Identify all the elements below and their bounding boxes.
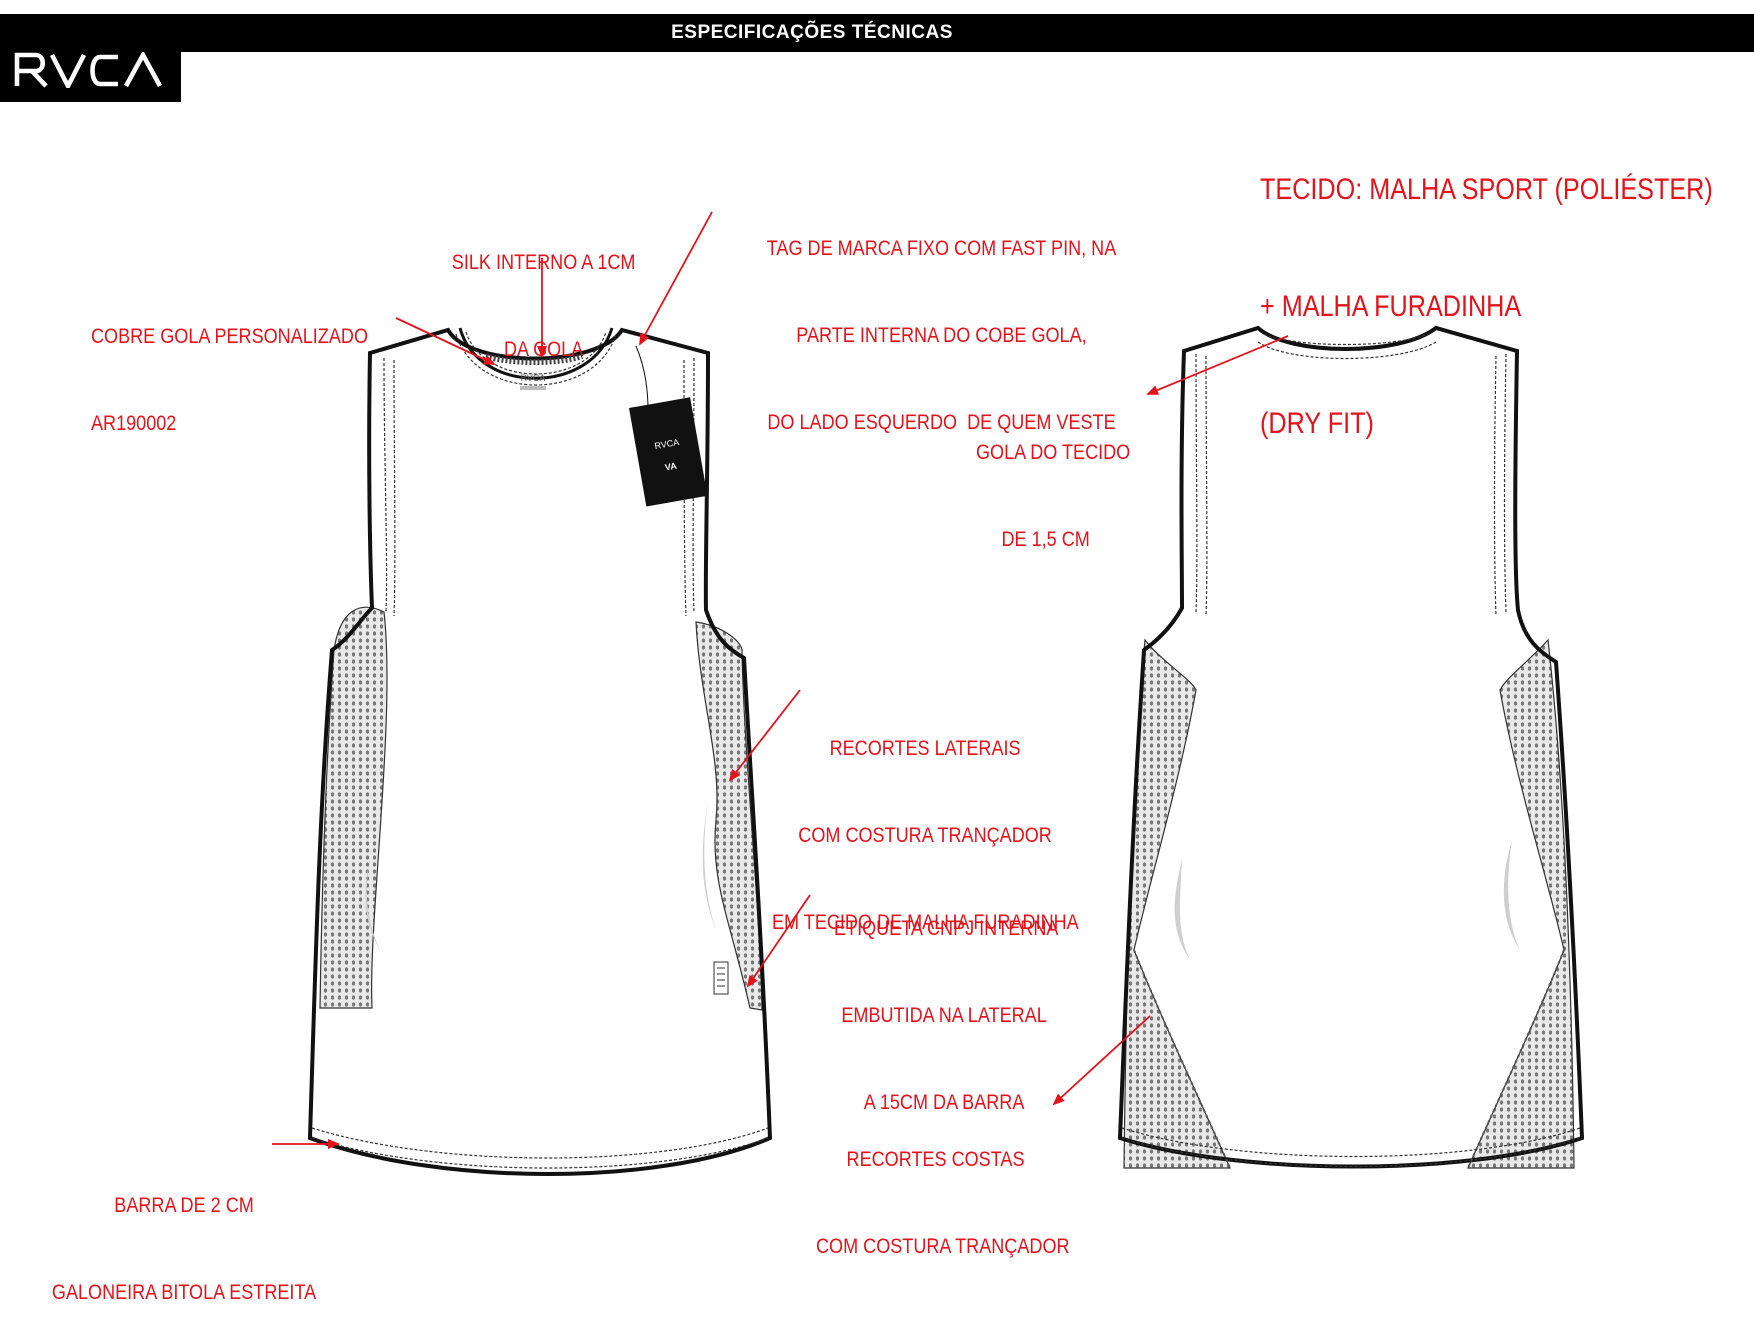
hang-tag-brand: RVCA [654, 437, 680, 451]
note-silk-line1: SILK INTERNO A 1CM [451, 251, 636, 274]
note-silk: SILK INTERNO A 1CM DA GOLA [440, 190, 647, 393]
note-cnpj-line3: A 15CM DA BARRA [863, 1091, 1025, 1114]
note-side-panels-line3: EM TECIDO DE MALHA FURADINHA [772, 911, 1079, 934]
note-side-panels-line2: COM COSTURA TRANÇADOR [798, 824, 1052, 847]
note-tag-line3: DO LADO ESQUERDO DE QUEM VESTE [767, 411, 1116, 434]
note-collar-cover-line2: AR190002 [91, 412, 177, 435]
note-collar-cover: COBRE GOLA PERSONALIZADO AR190002 [91, 264, 368, 467]
note-back-collar-line2: DE 1,5 CM [1001, 528, 1090, 551]
note-collar-cover-line1: COBRE GOLA PERSONALIZADO [91, 325, 369, 348]
note-hem: BARRA DE 2 CM GALONEIRA BITOLA ESTREITA [40, 1133, 328, 1336]
front-tank-outline [307, 327, 773, 1176]
hang-tag-mark: VA [664, 461, 678, 473]
note-cnpj-label: ETIQUETA CNPJ INTERNA EMBUTIDA NA LATERA… [834, 856, 1059, 1146]
back-tank-drawing [1117, 325, 1585, 1169]
note-cnpj-line1: ETIQUETA CNPJ INTERNA [834, 917, 1059, 940]
note-back-panels: RECORTES COSTAS COM COSTURA TRANÇADOR [816, 1087, 1070, 1290]
garment-drawings: RVCA RVCA VA [272, 211, 1585, 1176]
note-hem-line2: GALONEIRA BITOLA ESTREITA [51, 1281, 317, 1304]
rvca-logo-icon [14, 52, 163, 88]
note-side-panels-line1: RECORTES LATERAIS [829, 737, 1021, 760]
fabric-spec-line1: TECIDO: MALHA SPORT (POLIÉSTER) [1260, 173, 1713, 206]
fabric-spec: TECIDO: MALHA SPORT (POLIÉSTER) + MALHA … [1260, 92, 1713, 482]
note-side-panels: RECORTES LATERAIS COM COSTURA TRANÇADOR … [772, 676, 1079, 966]
hang-tag: RVCA VA [629, 397, 708, 507]
header-bar: ESPECIFICAÇÕES TÉCNICAS [0, 14, 1754, 52]
note-back-panels-line1: RECORTES COSTAS [846, 1148, 1025, 1171]
neck-print: RVCA [521, 373, 546, 383]
front-tank-drawing: RVCA RVCA VA [307, 327, 773, 1176]
fabric-spec-line3: (DRY FIT) [1260, 407, 1374, 440]
note-tag: TAG DE MARCA FIXO COM FAST PIN, NA PARTE… [748, 176, 1135, 466]
annotation-arrows [272, 211, 1289, 1149]
front-right-mesh-panel [695, 621, 763, 1011]
fabric-spec-line2: + MALHA FURADINHA [1260, 290, 1522, 323]
brand-logo [0, 14, 181, 102]
note-back-collar: GOLA DO TECIDO DE 1,5 CM [976, 380, 1131, 583]
note-tag-line1: TAG DE MARCA FIXO COM FAST PIN, NA [766, 237, 1117, 260]
back-tank-outline [1117, 325, 1585, 1169]
note-back-collar-line1: GOLA DO TECIDO [976, 441, 1131, 464]
page-title: ESPECIFICAÇÕES TÉCNICAS [671, 22, 953, 43]
cnpj-label [713, 961, 729, 995]
note-cnpj-line2: EMBUTIDA NA LATERAL [841, 1004, 1047, 1027]
note-back-panels-line2: COM COSTURA TRANÇADOR [816, 1235, 1070, 1258]
note-silk-line2: DA GOLA [503, 338, 584, 361]
note-tag-line2: PARTE INTERNA DO COBE GOLA, [796, 324, 1087, 347]
note-hem-line1: BARRA DE 2 CM [114, 1194, 254, 1217]
